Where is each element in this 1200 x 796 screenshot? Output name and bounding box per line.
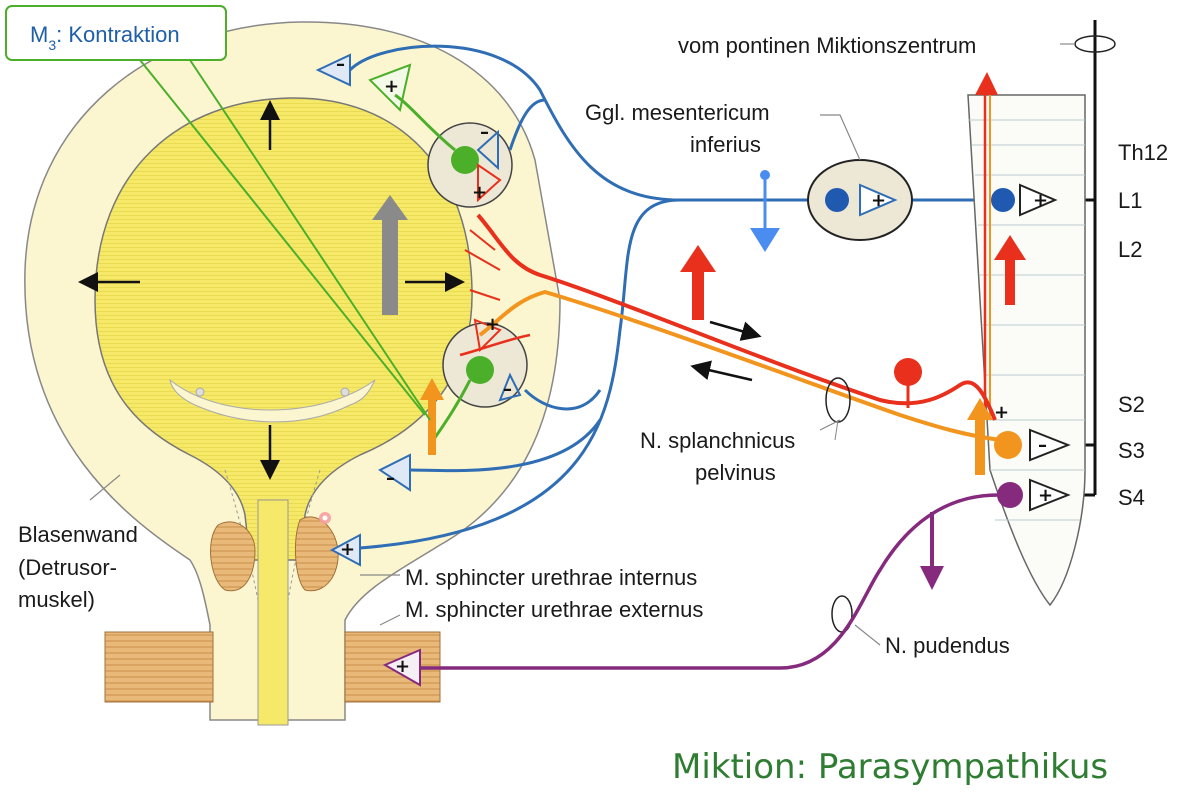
sphincter-externus-label: M. sphincter urethrae externus xyxy=(405,597,703,622)
blasenwand-label-2: (Detrusor- xyxy=(18,555,117,580)
m3-label: M xyxy=(30,22,48,47)
ganglion-mesentericum xyxy=(807,159,913,241)
synapse-icon xyxy=(378,453,411,492)
level-s3: S3 xyxy=(1118,438,1145,463)
splanchnicus-label-1: N. splanchnicus xyxy=(640,428,795,453)
synapse-icon xyxy=(329,533,361,567)
arrow-up-icon xyxy=(680,245,716,320)
ggl-label-2: inferius xyxy=(690,132,761,157)
trigone xyxy=(169,378,376,423)
arrow-up-icon xyxy=(420,378,444,455)
splanchnic-fibers xyxy=(459,213,1001,442)
m3-subscript: 3 xyxy=(48,37,56,53)
pudendus-fiber xyxy=(420,493,999,670)
svg-text:–: – xyxy=(1038,435,1047,456)
svg-text:M3: Kontraktion: M3: Kontraktion xyxy=(30,22,180,53)
svg-text:+: + xyxy=(472,182,487,203)
pontine-label: vom pontinen Miktionszentrum xyxy=(678,33,976,58)
svg-text:–: – xyxy=(480,122,489,143)
m3-text: : Kontraktion xyxy=(56,22,180,47)
svg-text:+: + xyxy=(340,539,355,560)
blasenwand-label-3: muskel) xyxy=(18,587,95,612)
arrow-down-icon xyxy=(920,566,944,590)
arrow-down-icon xyxy=(750,228,780,252)
page-title: Miktion: Parasympathikus xyxy=(672,747,1108,787)
svg-text:+: + xyxy=(1038,485,1053,506)
sphincter-internus-label: M. sphincter urethrae internus xyxy=(405,565,697,590)
synapse-signs: – + – + + – – + + + + + – + xyxy=(336,54,1053,677)
svg-text:–: – xyxy=(386,468,395,489)
svg-text:+: + xyxy=(994,402,1009,423)
spinal-cord xyxy=(967,72,1086,607)
m3-label-box xyxy=(5,5,227,61)
svg-text:+: + xyxy=(485,314,500,335)
svg-text:+: + xyxy=(1033,190,1048,211)
pudendus-label: N. pudendus xyxy=(885,633,1010,658)
level-s2: S2 xyxy=(1118,392,1145,417)
svg-text:–: – xyxy=(336,54,345,75)
svg-text:+: + xyxy=(395,656,410,677)
ggl-label-1: Ggl. mesentericum xyxy=(585,100,770,125)
level-l2: L2 xyxy=(1118,237,1142,262)
level-l1: L1 xyxy=(1118,188,1142,213)
sympathetic-fibers xyxy=(348,20,1097,550)
level-s4: S4 xyxy=(1118,485,1145,510)
splanchnicus-label-2: pelvinus xyxy=(695,460,776,485)
arrow-up-icon xyxy=(994,235,1026,305)
sphincter-internus-left xyxy=(210,521,256,592)
urethra xyxy=(257,499,289,726)
blasenwand-label-1: Blasenwand xyxy=(18,522,138,547)
svg-text:+: + xyxy=(384,76,399,97)
wall-ganglion-lower xyxy=(442,318,528,408)
svg-text:+: + xyxy=(871,190,886,211)
arrow-up-icon xyxy=(967,398,993,475)
leader-lines xyxy=(89,43,1075,646)
pressure-arrow-icon xyxy=(372,195,408,315)
expansion-arrows xyxy=(78,100,465,480)
arrow-up-icon xyxy=(975,72,998,95)
level-th12: Th12 xyxy=(1118,140,1168,165)
svg-text:–: – xyxy=(503,379,512,400)
